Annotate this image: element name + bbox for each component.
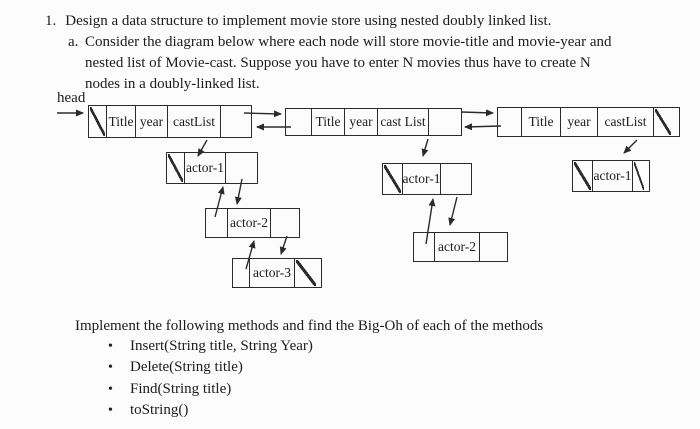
bullet-icon: • [108,402,113,418]
m1a1-name-cell: actor-1 [184,153,225,183]
movie3-title-cell: Title [521,108,560,136]
cast-node-m1-actor2: actor-2 [205,208,300,238]
cast-node-m2-actor2: actor-2 [413,232,508,262]
movie1-title-label: Title [108,113,134,129]
movie1-year-cell: year [135,106,167,137]
movie3-year-cell: year [560,108,597,136]
movie2-title-label: Title [315,114,341,129]
movie2-castlist-cell: cast List [377,109,428,135]
method-item-delete: • Delete(String title) [108,359,313,380]
null-slash-icon [168,154,183,182]
m2a1-name-cell: actor-1 [402,164,440,194]
m1a2-next-pointer-cell [270,209,295,237]
m2a2-next-pointer-cell [479,233,503,261]
movie-node-2: Title year cast List [285,108,462,136]
m1a2-prev-pointer-cell [206,209,227,237]
arrow-node2-next-to-node3 [460,109,494,117]
movie2-prev-pointer-cell [286,109,311,135]
movie-node-1: Title year castList [88,105,252,138]
movie2-next-pointer-cell [428,109,454,135]
cast-node-m3-actor1: actor-1 [572,160,650,192]
method-item-tostring: • toString() [108,402,313,423]
m3a1-name-cell: actor-1 [592,161,632,191]
m2a1-prev-null-cell [383,164,402,194]
arrow-node3-castlist-to-actor1 [623,139,638,154]
movie1-castlist-cell: castList [167,106,220,137]
arrow-node2-castlist-to-actor1 [421,138,429,157]
m1a1-next-pointer-cell [225,153,253,183]
m1a3-prev-pointer-cell [233,259,249,287]
movie3-title-label: Title [528,114,554,129]
movie3-next-null-cell [653,108,672,136]
problem-line-1: 1. Design a data structure to implement m… [45,12,551,31]
cast-node-m2-actor1: actor-1 [382,163,472,195]
null-slash-icon [384,165,401,193]
movie1-year-label: year [139,113,164,129]
arrow-node3-prev-to-node2 [464,123,502,131]
movie2-title-cell: Title [311,109,344,135]
bullet-icon: • [108,339,113,354]
cast-node-m1-actor1: actor-1 [166,152,258,184]
m1a3-name-cell: actor-3 [249,259,294,287]
movie3-castlist-label: castList [604,114,647,129]
movie2-castlist-label: cast List [380,114,426,129]
null-slash-icon [296,260,316,286]
null-slash-icon [634,162,644,190]
method-label: Delete(String title) [130,359,243,376]
m3a1-prev-null-cell [573,161,592,191]
problem-subline-2: nested list of Movie-cast. Suppose you h… [85,55,591,71]
m1a1-prev-null-cell [167,153,184,183]
m2a1-name-label: actor-1 [402,171,441,186]
cast-node-m1-actor3: actor-3 [232,258,322,288]
movie1-castlist-label: castList [173,113,215,129]
tasks-intro: Implement the following methods and find… [75,318,544,334]
m2a2-prev-pointer-cell [414,233,434,261]
m3a1-name-label: actor-1 [593,168,632,183]
m1a3-next-null-cell [294,259,317,287]
bullet-icon: • [108,360,113,376]
bullet-icon: • [108,381,113,397]
m1a2-name-cell: actor-2 [227,209,270,237]
method-label: toString() [130,401,189,418]
m2a2-name-cell: actor-2 [434,233,479,261]
null-slash-icon [574,162,591,190]
m1a2-name-label: actor-2 [230,215,268,230]
movie-node-3: Title year castList [497,107,680,137]
m3a1-next-null-cell [632,161,645,191]
movie1-next-pointer-cell [220,106,244,137]
problem-number: 1. [45,13,57,29]
method-label: Find(String title) [130,380,232,397]
arrow-m1-actor2-next-to-actor3 [279,235,288,255]
movie3-castlist-cell: castList [597,108,653,136]
null-slash-icon [90,107,105,136]
problem-subline-3: nodes in a doubly-linked list. [85,76,260,92]
method-item-find: • Find(String title) [108,381,313,402]
m2a1-next-pointer-cell [440,164,467,194]
movie1-prev-null-cell [89,106,106,137]
method-item-insert: • Insert(String title, String Year) [108,338,313,359]
null-slash-icon [655,109,671,135]
m2a2-name-label: actor-2 [438,239,476,254]
arrow-m2-actor1-next-to-actor2 [448,196,458,226]
problem-subline-1: Consider the diagram below where each no… [85,34,612,50]
problem-statement: Design a data structure to implement mov… [65,13,552,29]
method-list: • Insert(String title, String Year) • De… [108,338,313,423]
movie3-year-label: year [567,114,591,129]
movie2-year-cell: year [344,109,377,135]
method-label: Insert(String title, String Year) [130,338,313,354]
m1a3-name-label: actor-3 [253,265,291,280]
head-pointer-label: head [57,90,86,106]
movie3-prev-pointer-cell [498,108,521,136]
m1a1-name-label: actor-1 [186,160,224,175]
movie2-year-label: year [349,114,373,129]
problem-subitem-label: a. [68,34,79,50]
movie1-title-cell: Title [106,106,135,137]
